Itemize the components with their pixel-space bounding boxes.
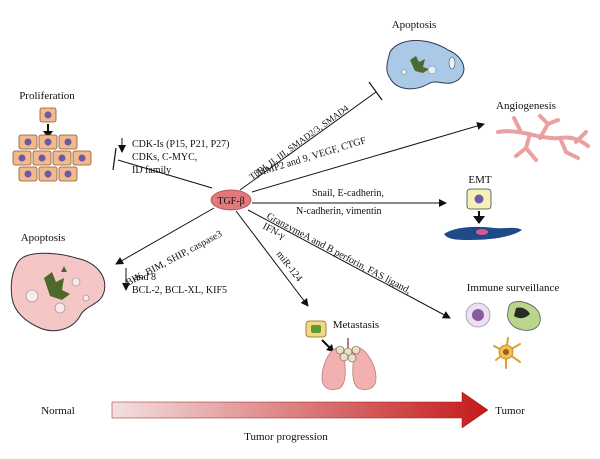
apoptosis-top-inhibit-line (239, 91, 377, 191)
proliferation-cell-nucleus (78, 154, 86, 162)
immune-cells-icon (465, 301, 541, 369)
proliferation-cell-nucleus (24, 138, 32, 146)
emt-pathway-line-1: Snail, E-cadherin, (312, 188, 384, 199)
emt-label: EMT (468, 174, 492, 186)
proliferation-cell-nucleus (44, 170, 52, 178)
proliferation-cell-nucleus (24, 170, 32, 178)
proliferation-pathway-line-2: CDKs, C-MYC, (132, 152, 197, 163)
apoptosis-left-pathway-line-3: BCL-2, BCL-XL, KIF5 (132, 285, 227, 296)
metastasis-lungs-icon (305, 320, 377, 390)
proliferation-cell-nucleus (64, 170, 72, 178)
proliferation-inhibit-line (117, 159, 213, 189)
proliferation-cell-nucleus (18, 154, 26, 162)
proliferation-pathway-text: CDK-Is (P15, P21, P27) CDKs, C-MYC, ID f… (132, 139, 230, 176)
proliferation-cell-nucleus (64, 138, 72, 146)
proliferation-inhibit-bar (112, 147, 117, 171)
tumor-progression-arrow (111, 391, 489, 429)
proliferation-cell-nucleus (44, 138, 52, 146)
proliferation-cells-icon (39, 107, 57, 138)
progression-label: Tumor progression (244, 431, 328, 443)
apoptosis-top-cell-icon (386, 40, 465, 90)
progression-start-label: Normal (41, 405, 75, 417)
apoptosis-top-inhibit-bar (368, 81, 383, 101)
metastasis-arrow (235, 210, 309, 307)
metastasis-label: Metastasis (333, 319, 379, 331)
apoptosis-left-label: Apoptosis (21, 232, 66, 244)
proliferation-cell-grid (12, 134, 92, 182)
tgf-beta-label: TGF-β (217, 196, 244, 207)
apoptosis-left-pathway-text: BIK, BIM, SHIP, caspase3 and 8 BCL-2, BC… (124, 229, 227, 296)
tgf-beta-node: TGF-β (210, 189, 252, 211)
emt-pathway-line-2: N-cadherin, vimentin (296, 206, 382, 217)
proliferation-pathway-line-3: ID family (132, 165, 171, 176)
apoptosis-left-cell-icon (10, 252, 106, 332)
emt-cell-icon (444, 188, 522, 240)
angiogenesis-vessel-icon (496, 114, 590, 162)
apoptosis-left-arrow (115, 207, 215, 265)
proliferation-label: Proliferation (19, 90, 75, 102)
proliferation-cell-nucleus (38, 154, 46, 162)
immune-arrow (247, 209, 451, 319)
emt-pathway-text: Snail, E-cadherin, N-cadherin, vimentin (296, 188, 384, 217)
apoptosis-top-label: Apoptosis (392, 19, 437, 31)
angiogenesis-label: Angiogenesis (496, 100, 556, 112)
tgf-beta-ellipse (210, 189, 252, 211)
proliferation-pathway-line-1: CDK-Is (P15, P21, P27) (132, 139, 230, 150)
proliferation-cell-nucleus (58, 154, 66, 162)
apoptosis-left-pathway-line-2: and 8 (134, 272, 156, 283)
progression-end-label: Tumor (495, 405, 525, 417)
angiogenesis-arrow (251, 122, 485, 193)
immune-surveillance-label: Immune surveillance (467, 282, 560, 294)
